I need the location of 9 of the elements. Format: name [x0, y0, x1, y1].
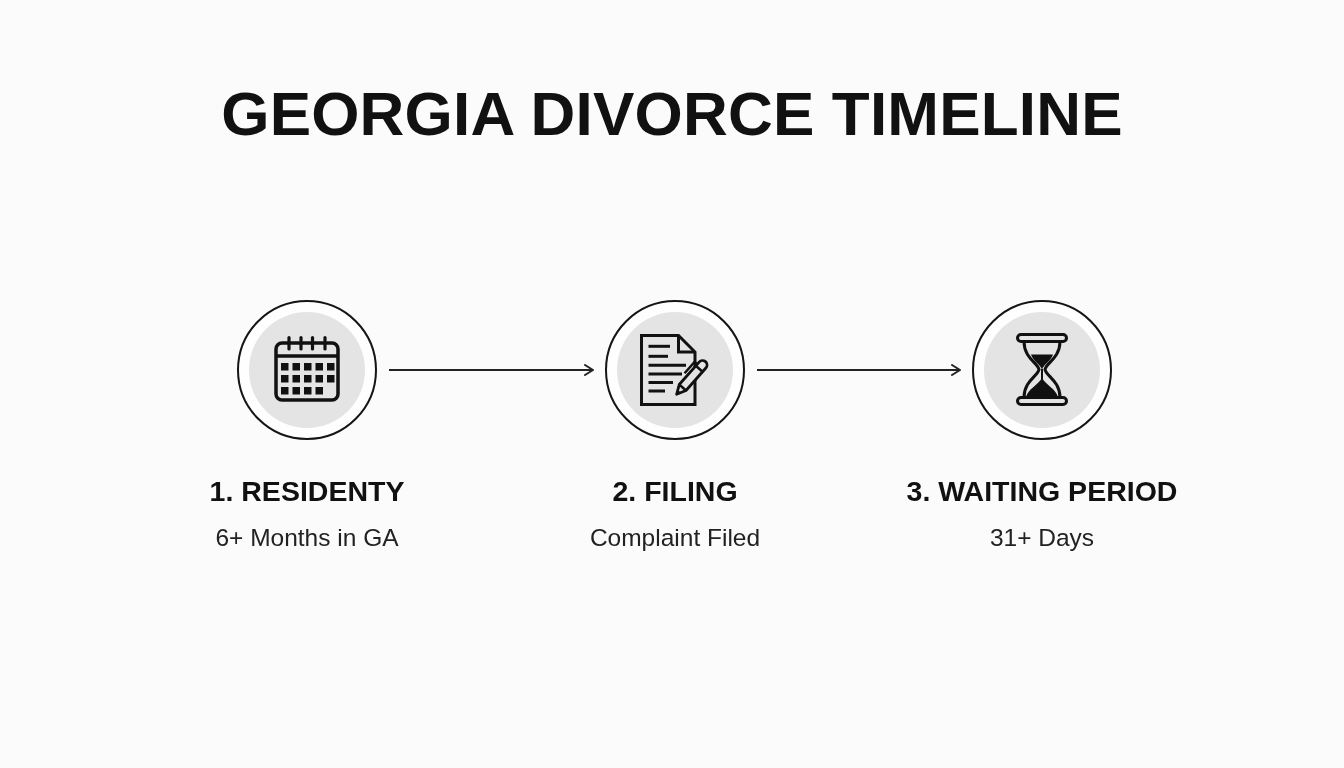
step-heading: 2. FILING	[612, 474, 738, 509]
step-heading: 3. WAITING PERIOD	[906, 474, 1178, 509]
step-heading: 1. RESIDENTY	[209, 474, 405, 509]
diagram-title: GEORGIA DIVORCE TIMELINE	[221, 80, 1123, 149]
arrow	[756, 364, 961, 376]
step-description: Complaint Filed	[589, 523, 761, 553]
arrow	[388, 364, 594, 376]
step-description: 31+ Days	[989, 523, 1095, 553]
step-description: 6+ Months in GA	[215, 523, 399, 553]
